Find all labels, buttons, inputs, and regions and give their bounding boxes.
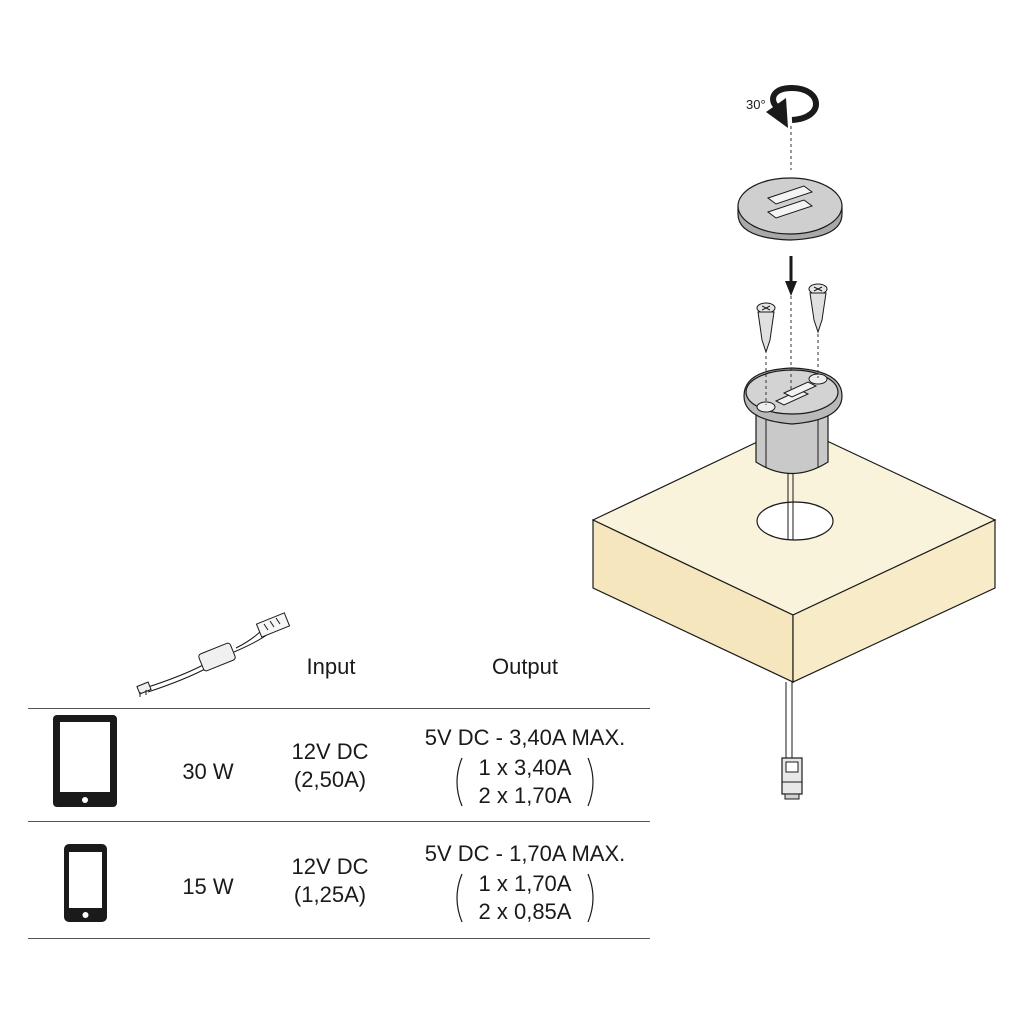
output-max: 5V DC - 3,40A MAX. — [424, 725, 626, 750]
output-header: Output — [491, 654, 559, 679]
input-header: Input — [306, 654, 356, 679]
table-divider — [28, 938, 650, 939]
screw-icon — [808, 283, 828, 334]
rotate-arrow-icon — [766, 84, 819, 128]
input-current: (1,25A) — [293, 882, 367, 907]
power-adapter-icon — [136, 612, 291, 697]
input-voltage: 12V DC — [291, 854, 369, 879]
output-single: 1 x 1,70A — [478, 871, 572, 896]
bracket-group-row1 — [456, 757, 594, 807]
screw-icon — [756, 302, 776, 354]
cable — [785, 472, 794, 758]
connector-plug-icon — [781, 757, 803, 800]
phone-icon — [64, 844, 107, 922]
output-dual: 2 x 1,70A — [478, 783, 572, 808]
power-value: 15 W — [182, 874, 234, 899]
rotation-angle-label: 30° — [746, 97, 766, 112]
bracket-group-row2 — [456, 873, 594, 923]
usb-socket-body — [743, 367, 843, 474]
input-current: (2,50A) — [293, 767, 367, 792]
tablet-icon — [53, 715, 117, 807]
usb-cover-plate — [737, 177, 843, 241]
output-max: 5V DC - 1,70A MAX. — [424, 841, 626, 866]
table-divider — [28, 821, 650, 822]
usb-socket-icon — [774, 381, 818, 406]
power-value: 30 W — [182, 759, 234, 784]
countertop-board — [591, 424, 997, 683]
output-dual: 2 x 0,85A — [478, 899, 572, 924]
output-single: 1 x 3,40A — [478, 755, 572, 780]
down-arrow-icon — [785, 256, 797, 296]
input-voltage: 12V DC — [291, 739, 369, 764]
table-divider — [28, 708, 650, 709]
alignment-guides — [765, 126, 819, 405]
